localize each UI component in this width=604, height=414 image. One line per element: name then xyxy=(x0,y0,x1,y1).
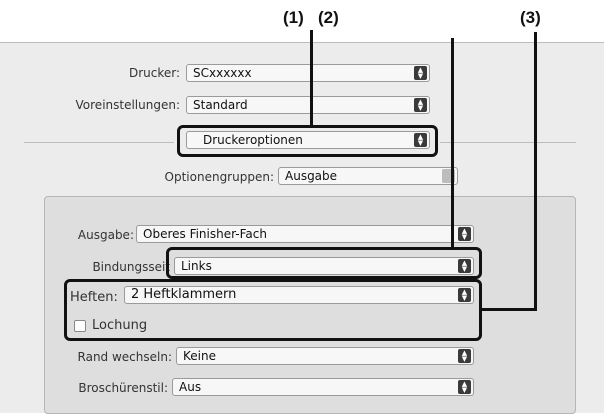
updown-arrows-icon: ▲▼ xyxy=(458,259,471,273)
separator-right xyxy=(440,142,576,143)
punching-checkbox[interactable] xyxy=(74,320,86,332)
updown-arrows-icon: ▲▼ xyxy=(414,66,427,80)
updown-arrows-icon: ▲▼ xyxy=(458,288,471,302)
binding-select-value: Links xyxy=(181,259,212,273)
callout-1: (1) xyxy=(283,8,304,27)
callout-2: (2) xyxy=(318,8,339,27)
presets-label: Voreinstellungen: xyxy=(75,98,180,112)
booklet-select-value: Aus xyxy=(179,380,202,394)
output-label: Ausgabe: xyxy=(77,228,134,242)
booklet-label: Broschürenstil: xyxy=(78,381,168,395)
highlight-stapling-group xyxy=(64,279,482,341)
updown-arrows-icon: ▲▼ xyxy=(458,380,471,394)
option-groups-label: Optionengruppen: xyxy=(164,170,274,184)
leader-line-3-horizontal xyxy=(482,308,537,311)
margin-shift-label: Rand wechseln: xyxy=(77,350,172,364)
output-select[interactable]: Oberes Finisher-Fach ▲▼ xyxy=(136,225,474,243)
printer-select[interactable]: SCxxxxxx ▲▼ xyxy=(186,64,430,82)
updown-arrows-icon: ▲▼ xyxy=(458,227,471,241)
updown-arrows-icon: ▲▼ xyxy=(458,349,471,363)
presets-select-value: Standard xyxy=(193,98,248,112)
margin-shift-select[interactable]: Keine ▲▼ xyxy=(176,347,474,365)
separator-left xyxy=(24,142,174,143)
printer-select-value: SCxxxxxx xyxy=(193,66,252,80)
leader-line-binding xyxy=(451,38,454,248)
punching-label: Lochung xyxy=(92,318,148,333)
updown-arrows-icon: ▲▼ xyxy=(414,133,427,147)
output-select-value: Oberes Finisher-Fach xyxy=(143,227,267,241)
booklet-select[interactable]: Aus ▲▼ xyxy=(172,378,474,396)
highlight-panel-select xyxy=(177,125,438,157)
panel-select[interactable]: Druckeroptionen ▲▼ xyxy=(186,131,430,149)
panel-select-value: Druckeroptionen xyxy=(203,133,303,147)
leader-line-1-2 xyxy=(310,30,313,126)
option-groups-select-value: Ausgabe xyxy=(285,169,338,183)
callout-3: (3) xyxy=(520,8,541,27)
stapling-label: Heften: xyxy=(70,290,118,305)
leader-line-3 xyxy=(534,32,537,310)
option-groups-select[interactable]: Ausgabe xyxy=(278,167,458,185)
stapling-select[interactable]: 2 Heftklammern ▲▼ xyxy=(124,286,474,304)
binding-select[interactable]: Links ▲▼ xyxy=(174,257,474,275)
binding-label: Bindungsseit xyxy=(92,260,170,274)
highlight-binding-select xyxy=(166,247,482,279)
presets-select[interactable]: Standard ▲▼ xyxy=(186,96,430,114)
updown-arrows-icon: ▲▼ xyxy=(414,98,427,112)
stapling-select-value: 2 Heftklammern xyxy=(131,287,237,302)
printer-label: Drucker: xyxy=(128,66,180,80)
margin-shift-select-value: Keine xyxy=(183,349,216,363)
